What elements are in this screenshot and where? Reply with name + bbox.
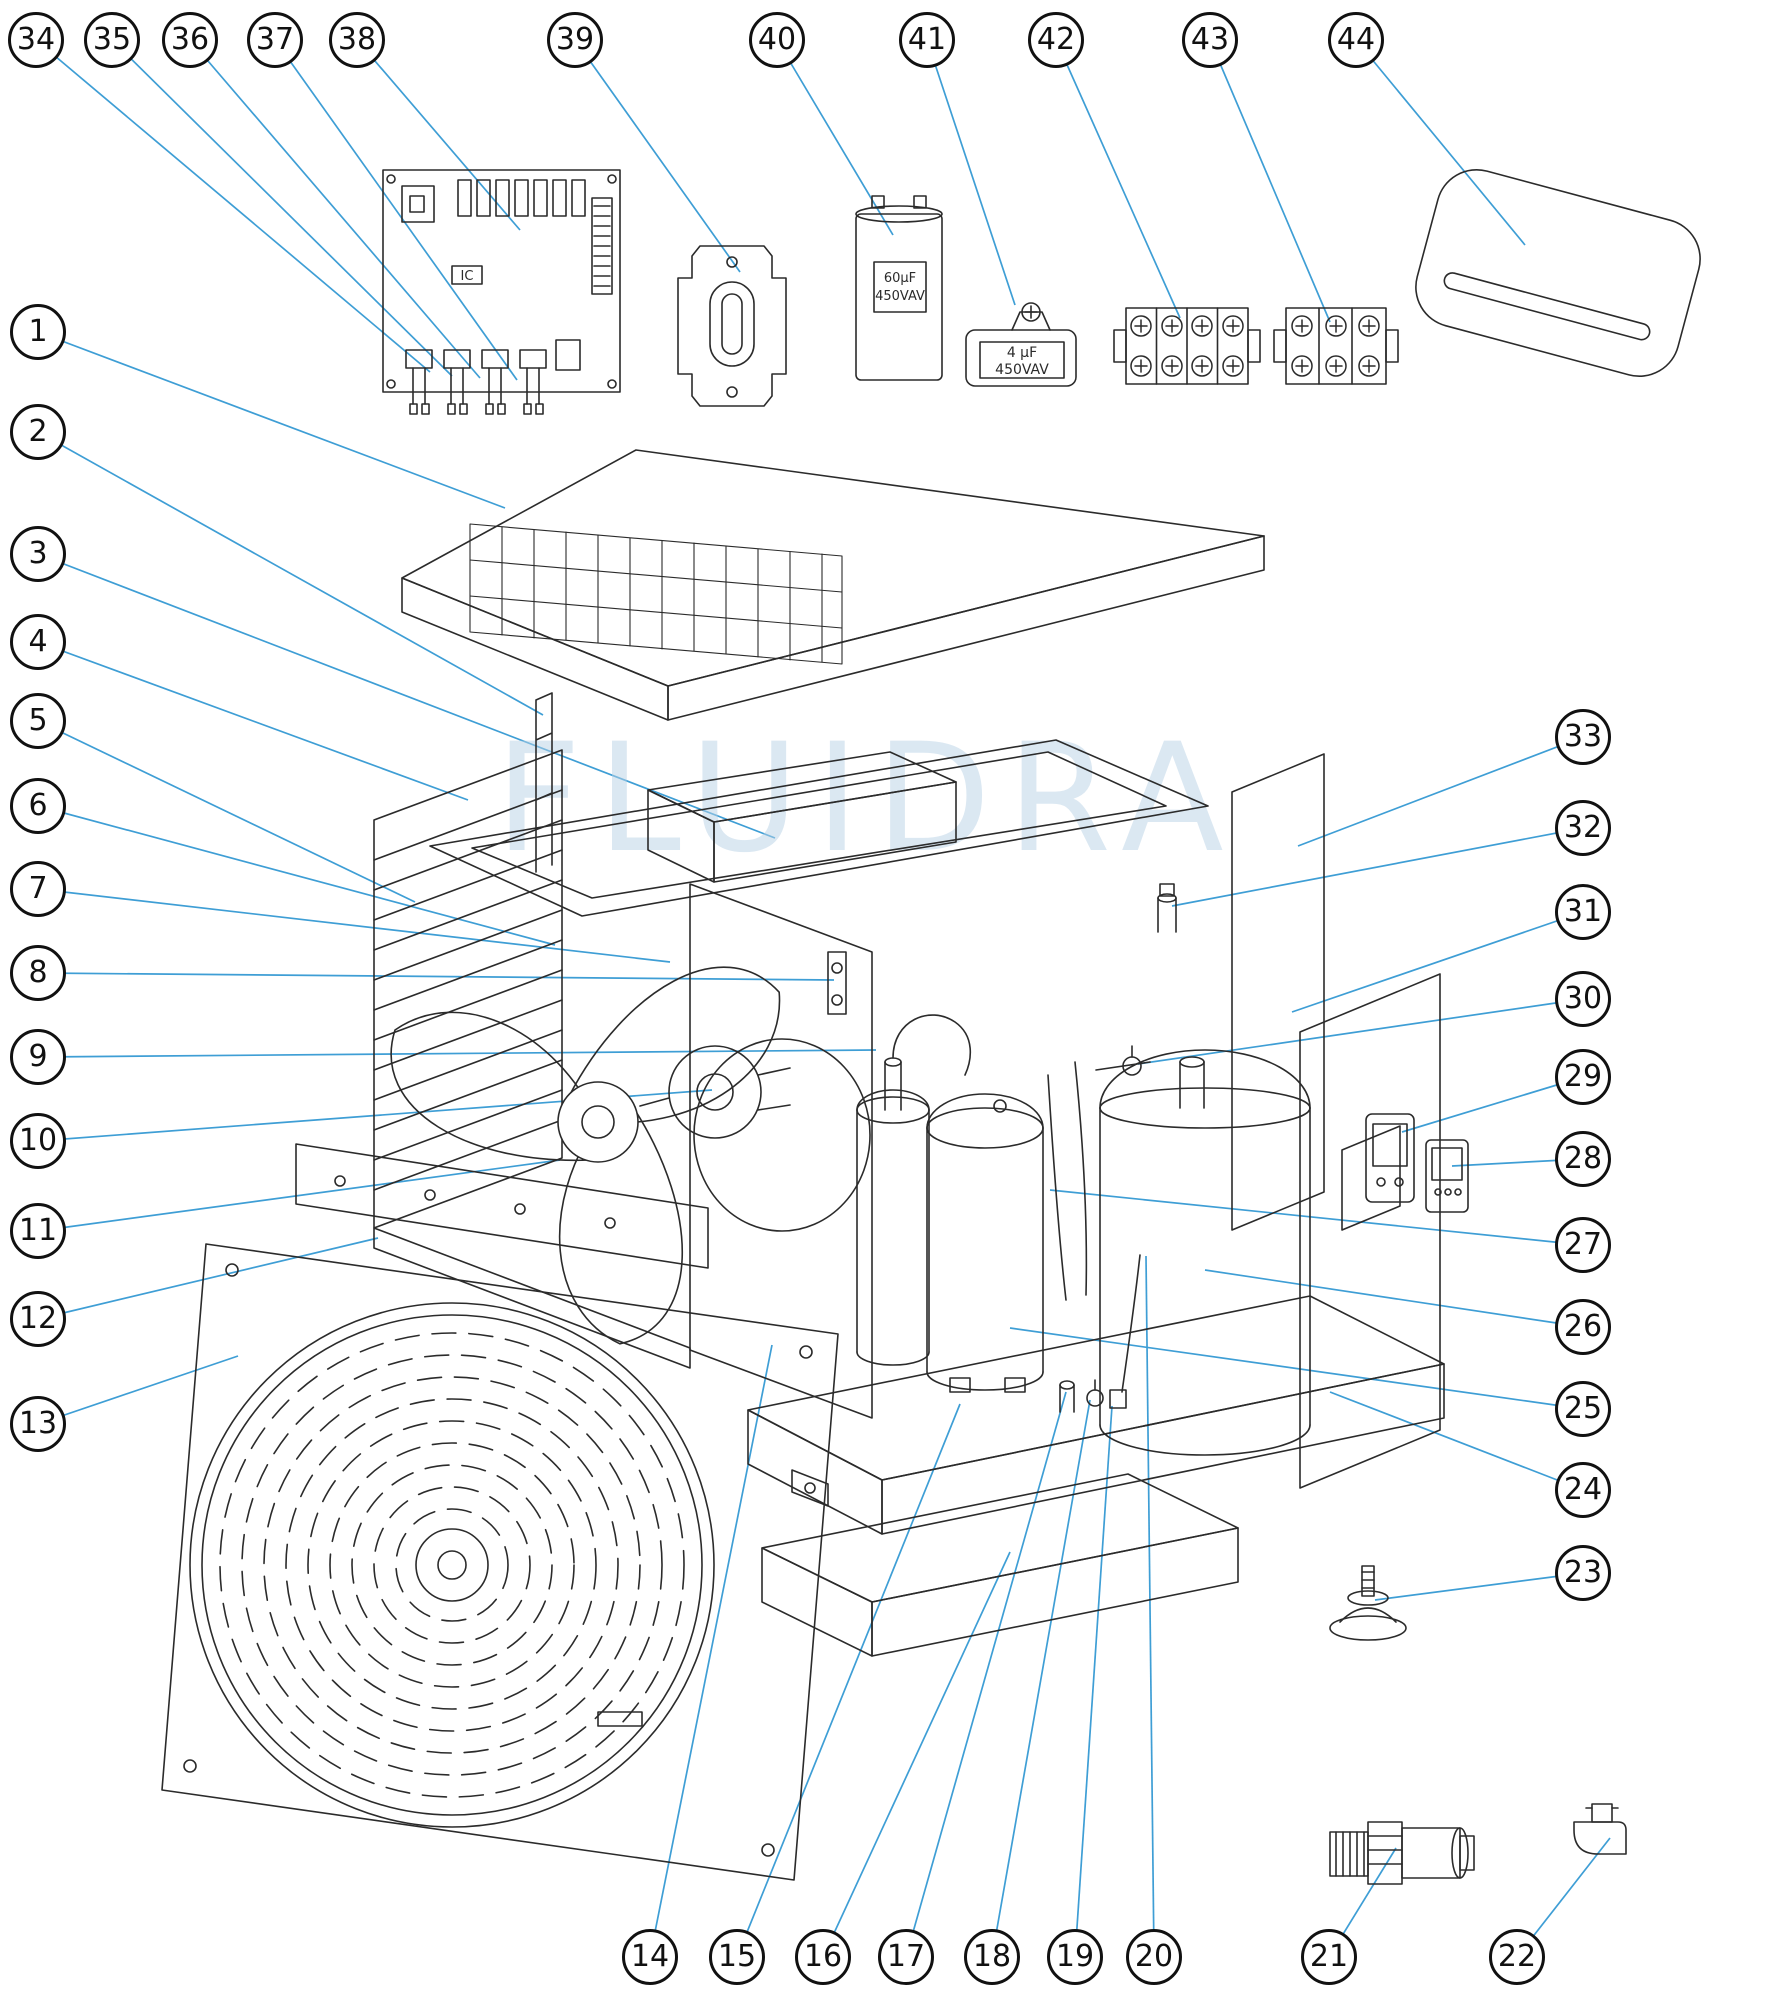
callout-14: 14 xyxy=(622,1929,678,1985)
fan-propeller xyxy=(390,966,781,1345)
callout-25: 25 xyxy=(1555,1381,1611,1437)
callout-4: 4 xyxy=(10,614,66,670)
callout-21: 21 xyxy=(1301,1929,1357,1985)
run-capacitor-small: 4 µF 450VAV xyxy=(965,302,1077,387)
cap-small-voltage: 450VAV xyxy=(995,362,1049,378)
callout-43: 43 xyxy=(1182,12,1238,68)
middle-partition xyxy=(689,883,873,1419)
callout-31: 31 xyxy=(1555,884,1611,940)
callout-41: 41 xyxy=(899,12,955,68)
callout-40: 40 xyxy=(749,12,805,68)
rear-mesh-grid xyxy=(469,523,843,665)
callout-23: 23 xyxy=(1555,1545,1611,1601)
terminal-block-small xyxy=(1273,307,1399,385)
run-capacitor-large: 60µF 450VAV xyxy=(855,195,943,381)
callout-33: 33 xyxy=(1555,709,1611,765)
callout-22: 22 xyxy=(1489,1929,1545,1985)
callout-11: 11 xyxy=(10,1203,66,1259)
callout-13: 13 xyxy=(10,1396,66,1452)
bottom-tray xyxy=(761,1473,1239,1657)
callout-15: 15 xyxy=(709,1929,765,1985)
motor-bracket xyxy=(677,245,787,407)
front-right-panel xyxy=(1299,973,1441,1489)
callout-32: 32 xyxy=(1555,800,1611,856)
compressor xyxy=(926,1093,1044,1393)
callout-9: 9 xyxy=(10,1029,66,1085)
pcb-control-board: IC xyxy=(382,169,621,415)
front-inner-panel xyxy=(295,1143,709,1269)
callout-34: 34 xyxy=(8,12,64,68)
corner-post xyxy=(535,692,553,873)
accumulator-cylinder xyxy=(856,1014,972,1366)
watermark-text: FLUIDRA xyxy=(495,712,1240,886)
callout-6: 6 xyxy=(10,778,66,834)
callout-36: 36 xyxy=(162,12,218,68)
callout-5: 5 xyxy=(10,693,66,749)
terminal-block-power xyxy=(1113,307,1261,385)
callout-20: 20 xyxy=(1126,1929,1182,1985)
refrigerant-pipes xyxy=(1047,1045,1151,1393)
callout-1: 1 xyxy=(10,304,66,360)
elbow-fitting xyxy=(1573,1803,1627,1855)
callout-3: 3 xyxy=(10,526,66,582)
cap-large-value: 60µF xyxy=(884,271,916,286)
callout-27: 27 xyxy=(1555,1217,1611,1273)
callout-29: 29 xyxy=(1555,1049,1611,1105)
callout-26: 26 xyxy=(1555,1299,1611,1355)
callout-16: 16 xyxy=(795,1929,851,1985)
evaporator-coil xyxy=(373,749,691,1369)
top-fitting xyxy=(1157,883,1177,933)
callout-18: 18 xyxy=(964,1929,1020,1985)
callout-19: 19 xyxy=(1047,1929,1103,1985)
callout-28: 28 xyxy=(1555,1131,1611,1187)
controller-keypad xyxy=(1425,1139,1469,1213)
callout-2: 2 xyxy=(10,404,66,460)
rear-right-panel xyxy=(1231,753,1325,1231)
callout-17: 17 xyxy=(878,1929,934,1985)
callout-10: 10 xyxy=(10,1113,66,1169)
callout-8: 8 xyxy=(10,945,66,1001)
fan-motor xyxy=(639,1045,791,1139)
cap-large-voltage: 450VAV xyxy=(875,289,925,304)
heat-exchanger-tank xyxy=(1099,1049,1311,1456)
top-cover xyxy=(401,449,1265,721)
callout-38: 38 xyxy=(329,12,385,68)
adjustable-foot xyxy=(1329,1565,1407,1641)
cap-small-value: 4 µF xyxy=(1007,345,1037,361)
callout-30: 30 xyxy=(1555,971,1611,1027)
callout-12: 12 xyxy=(10,1291,66,1347)
top-frame-ring xyxy=(429,739,1209,917)
base-sensors xyxy=(1059,1379,1127,1413)
pcb-chip-label: IC xyxy=(461,269,474,284)
leader-lines xyxy=(35,39,1611,1958)
controller-display xyxy=(1365,1113,1415,1203)
base-pan xyxy=(747,1295,1445,1535)
callout-39: 39 xyxy=(547,12,603,68)
sensor-bracket xyxy=(827,951,847,1015)
union-fitting xyxy=(1329,1821,1475,1885)
callout-37: 37 xyxy=(247,12,303,68)
callout-44: 44 xyxy=(1328,12,1384,68)
callout-7: 7 xyxy=(10,861,66,917)
side-cover-panel xyxy=(1415,168,1701,378)
callout-35: 35 xyxy=(84,12,140,68)
front-grille-panel xyxy=(161,1243,839,1881)
callout-42: 42 xyxy=(1028,12,1084,68)
callout-24: 24 xyxy=(1555,1462,1611,1518)
